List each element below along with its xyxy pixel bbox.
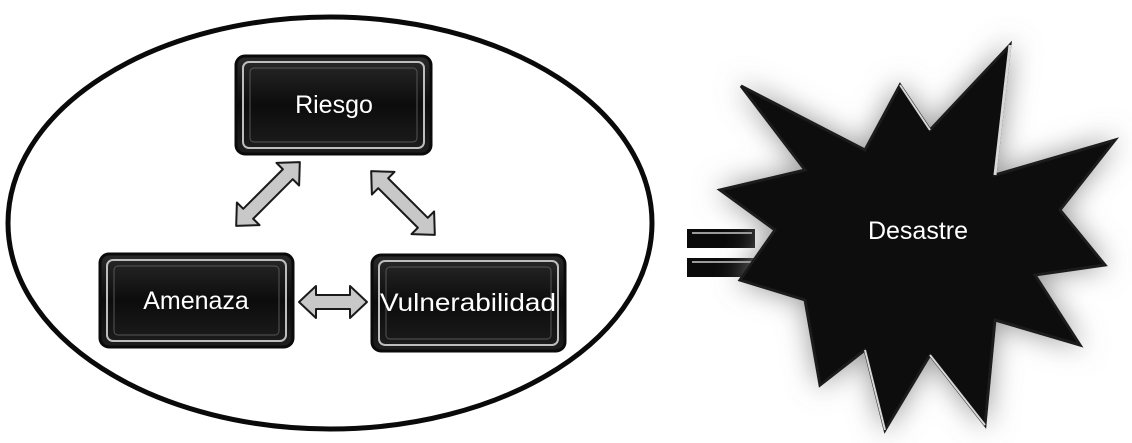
explosion-burst-icon	[716, 40, 1120, 434]
node-amenaza: Amenaza	[98, 252, 295, 349]
double-arrow-icon	[235, 161, 301, 227]
node-vulnerabilidad-label: Vulnerabilidad	[380, 289, 556, 317]
double-arrow-icon	[298, 285, 368, 319]
result-desastre-label: Desastre	[868, 217, 968, 245]
node-vulnerabilidad: Vulnerabilidad	[370, 253, 567, 353]
equals-icon	[687, 229, 755, 277]
node-riesgo-label: Riesgo	[295, 91, 373, 119]
node-amenaza-label: Amenaza	[143, 287, 249, 315]
node-riesgo: Riesgo	[234, 54, 433, 156]
double-arrow-icon	[370, 170, 436, 236]
